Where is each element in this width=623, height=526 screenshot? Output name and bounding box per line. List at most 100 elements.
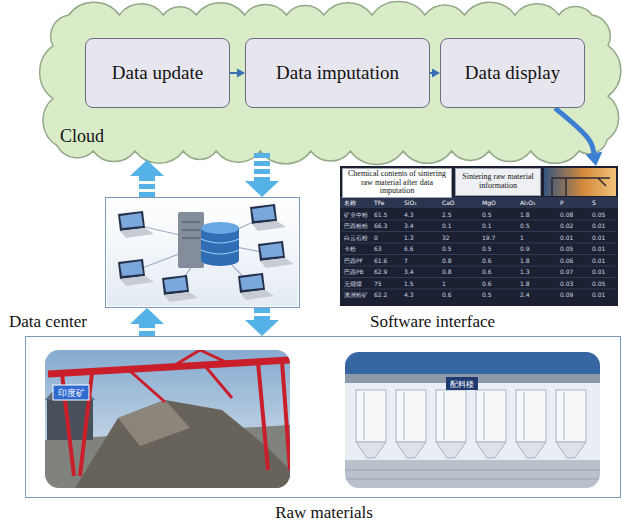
table-cell: 6.6	[404, 245, 414, 252]
sign-text: 印度矿	[53, 388, 89, 399]
label-slot: 0.5	[482, 245, 492, 252]
label-slot: 1	[520, 234, 524, 241]
connector-line	[230, 72, 237, 74]
table-cell: 0.01	[592, 234, 605, 241]
table-cell: 75	[374, 280, 382, 287]
server-slot	[182, 222, 200, 238]
text-slot: Data update	[112, 62, 203, 84]
label-slot: 0.5	[442, 245, 452, 252]
laptop-icon	[118, 211, 154, 238]
connector-line	[430, 72, 432, 74]
table-header: CaO	[442, 199, 455, 206]
label-slot: 0.5	[482, 291, 492, 298]
arrow-head	[245, 181, 279, 197]
sign-text: 配料楼	[446, 380, 478, 390]
label-slot: 0.02	[560, 222, 573, 229]
label-slot: 0.01	[592, 268, 605, 275]
label-slot: 4.3	[404, 291, 414, 298]
text-slot: Chemical contents of sintering raw mater…	[342, 168, 452, 198]
table-cell: 61.5	[374, 211, 387, 218]
frame-caption: Raw materials	[26, 503, 622, 523]
label-slot: 0.5	[482, 211, 492, 218]
label-slot: 1.3	[520, 268, 530, 275]
label-slot: 名称	[344, 199, 356, 206]
table-cell: 0.03	[560, 280, 573, 287]
roof	[345, 352, 600, 374]
label-slot: 0.8	[442, 268, 452, 275]
gantry	[130, 350, 232, 402]
table-cell: 0.05	[592, 280, 605, 287]
table-cell: 19.7	[482, 234, 495, 241]
label-slot: 0.01	[592, 234, 605, 241]
label-slot: 0.1	[482, 222, 492, 229]
text-slot: Software interface	[370, 312, 495, 332]
box-label: Data update	[112, 62, 203, 84]
table-cell: 0.01	[560, 234, 573, 241]
process-box: Data update	[85, 38, 230, 108]
arrow-head	[245, 320, 279, 336]
table-cell: 0.05	[560, 245, 573, 252]
text-slot: Data display	[465, 62, 561, 84]
sign-plate	[446, 377, 478, 390]
table-cell: 2.5	[442, 211, 452, 218]
cloud-outline	[40, 2, 621, 165]
table-cell: 63	[374, 245, 382, 252]
stockyard-art	[45, 350, 290, 488]
table-cell: 0.08	[560, 211, 573, 218]
label-slot: 1.8	[520, 257, 530, 264]
label-slot: 0.08	[560, 211, 573, 218]
table-cell: 0.01	[592, 291, 605, 298]
label-slot: 0.6	[442, 291, 452, 298]
frame-caption: Software interface	[370, 312, 495, 332]
floor-line	[345, 470, 600, 479]
sky	[45, 350, 290, 488]
label-slot: CaO	[442, 199, 455, 206]
table-cell: 巴西粗粉	[344, 222, 368, 229]
text-slot: Data imputation	[276, 62, 399, 84]
table-header: Al₂O₃	[520, 199, 535, 206]
label-slot: 配料楼	[446, 380, 478, 390]
table-cell: 7	[404, 257, 408, 264]
table-cell: 0.5	[520, 222, 530, 229]
laptop-icon	[118, 259, 154, 286]
upload-arrow	[130, 308, 164, 336]
sign-plate	[53, 385, 89, 400]
table-cell: 4.3	[404, 211, 414, 218]
label-slot: 0.1	[442, 222, 452, 229]
table-cell: 0.1	[442, 222, 452, 229]
label-slot: 3.4	[404, 268, 414, 275]
text-slot: Sintering raw material information	[455, 168, 541, 196]
label-slot: 巴西粗粉	[344, 222, 368, 229]
server-tower	[178, 212, 204, 268]
silo-shade	[364, 392, 564, 440]
text-slot: Data center	[9, 312, 87, 332]
table-cell: 0.6	[482, 257, 492, 264]
table-cell: 0.01	[592, 257, 605, 264]
table-cell: 0.01	[592, 222, 605, 229]
art-ground	[107, 199, 298, 306]
label-slot: 63	[374, 245, 382, 252]
laptop-icon	[238, 273, 274, 300]
connector-line	[139, 176, 155, 197]
table-cell: 1.3	[520, 268, 530, 275]
database-ring	[201, 239, 239, 254]
label-slot: 0.07	[560, 268, 573, 275]
table-cell: 3.4	[404, 222, 414, 229]
label-slot: 矿业中粉	[344, 211, 368, 218]
table-cell: 0	[374, 234, 378, 241]
table-header-band	[340, 197, 618, 208]
text-slot: Cloud	[60, 126, 104, 147]
arrow-head	[130, 308, 164, 324]
table-cell: 0.09	[560, 291, 573, 298]
table-cell: 0.5	[442, 245, 452, 252]
label-slot: 0.8	[442, 257, 452, 264]
table-cell: 1	[442, 280, 446, 287]
table-cell: 4.3	[404, 291, 414, 298]
table-cell: 无烟煤	[344, 280, 362, 287]
label-slot: P	[560, 199, 564, 206]
label-slot: 2.4	[520, 291, 530, 298]
label-slot: 0.09	[560, 291, 573, 298]
table-cell: 62.2	[374, 291, 387, 298]
region-label: Cloud	[60, 126, 104, 147]
label-slot: Al₂O₃	[520, 199, 535, 206]
